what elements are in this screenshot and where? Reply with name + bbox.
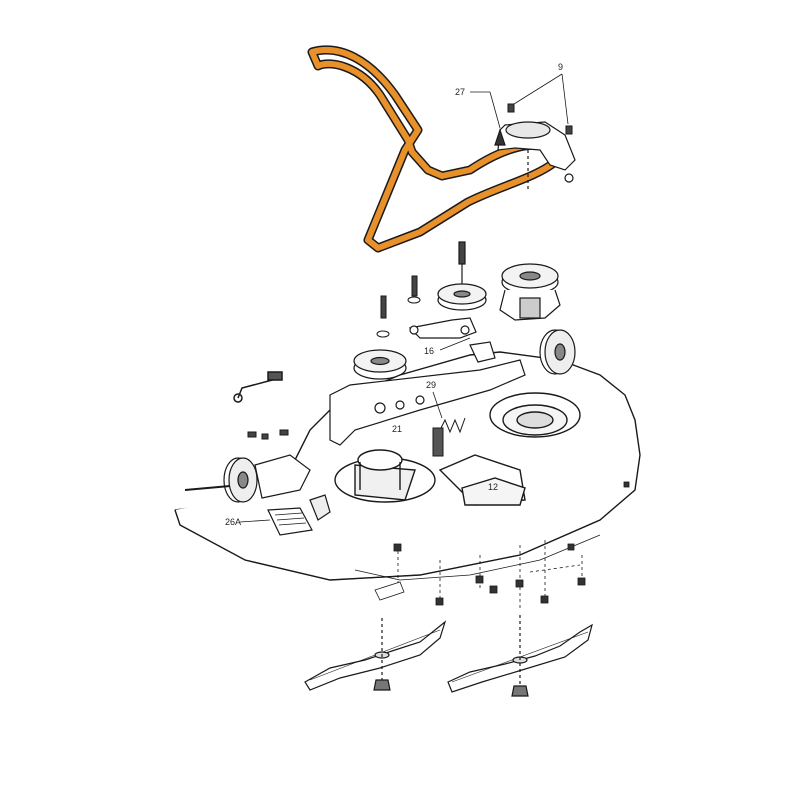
- svg-text:26A: 26A: [225, 517, 241, 527]
- gauge-wheel-right: [539, 329, 576, 375]
- under-deck-hardware: [374, 481, 630, 610]
- idler-bracket-assembly: [494, 121, 576, 190]
- tension-spring-29: [432, 417, 466, 457]
- callout-9: 9: [513, 62, 569, 125]
- hardware-bolts-upper: [376, 275, 421, 338]
- callout-27: 27: [455, 87, 501, 129]
- deflector-plate-26a: [267, 494, 331, 536]
- pulley-idler-left: [353, 349, 407, 380]
- pulley-spindle-center: [437, 241, 487, 311]
- pulley-spindle-right: [499, 263, 561, 321]
- callout-12: 12: [488, 482, 498, 492]
- blade-right: [447, 615, 593, 697]
- svg-text:29: 29: [426, 380, 436, 390]
- svg-text:21: 21: [392, 424, 402, 434]
- hardware-bolt-9: [507, 103, 573, 135]
- drive-belt: [307, 45, 560, 253]
- svg-text:9: 9: [558, 62, 563, 72]
- mower-deck-shell: [174, 351, 641, 581]
- svg-text:16: 16: [424, 346, 434, 356]
- callout-26a: 26A: [225, 517, 271, 527]
- callout-21: 21: [392, 424, 402, 434]
- blade-left: [304, 618, 447, 691]
- hardware-bolts-left: [247, 429, 289, 440]
- gauge-wheel-left: [184, 454, 311, 503]
- callout-29: 29: [426, 380, 443, 419]
- svg-text:12: 12: [488, 482, 498, 492]
- idler-arm-16: [408, 317, 477, 339]
- deck-frame-bracket: [329, 341, 526, 446]
- callout-16: 16: [424, 337, 471, 356]
- j-hook-rod: [233, 371, 283, 403]
- svg-text:27: 27: [455, 87, 465, 97]
